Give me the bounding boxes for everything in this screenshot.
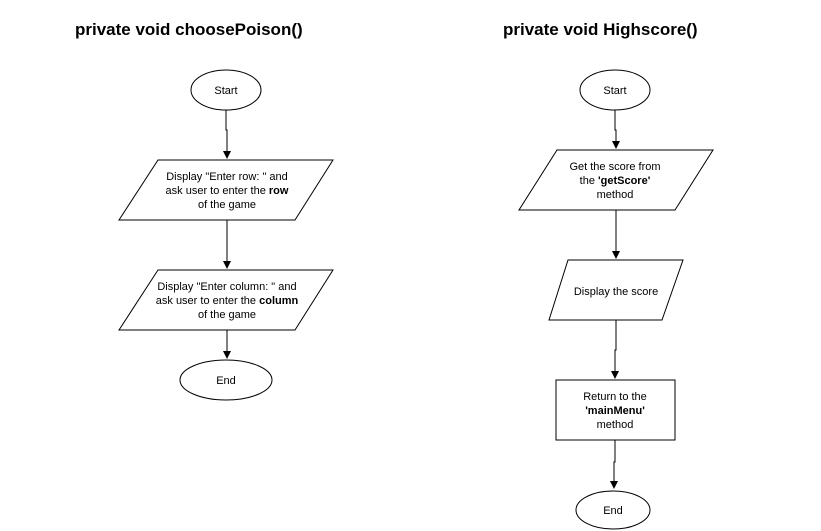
right-arrow-4: [610, 440, 618, 489]
left-input-column-node: Display "Enter column: " and ask user to…: [118, 269, 334, 331]
left-flowchart: Start Display "Enter row: " and ask user…: [118, 69, 334, 401]
right-step1-line3: method: [597, 189, 634, 201]
left-end-label: End: [216, 375, 236, 387]
right-display-score-node: Display the score: [548, 259, 684, 321]
right-step3-line1: Return to the: [583, 391, 647, 403]
right-return-main-menu-node: Return to the 'mainMenu' method: [555, 379, 676, 441]
right-start-label: Start: [603, 85, 626, 97]
right-end-node: End: [575, 490, 651, 530]
right-step1-line2: the 'getScore': [580, 175, 651, 187]
left-diagram-title: private void choosePoison(): [75, 20, 303, 39]
left-step1-line2: ask user to enter the row: [166, 185, 289, 197]
right-diagram-title: private void Highscore(): [503, 20, 698, 39]
left-step1-line3: of the game: [198, 199, 256, 211]
left-step2-line2: ask user to enter the column: [156, 295, 299, 307]
right-step2-label: Display the score: [574, 286, 658, 298]
right-arrow-1: [612, 110, 620, 149]
left-input-row-node: Display "Enter row: " and ask user to en…: [118, 159, 334, 221]
left-end-node: End: [179, 359, 273, 401]
left-start-label: Start: [214, 85, 237, 97]
left-step2-line3: of the game: [198, 309, 256, 321]
right-arrow-3: [611, 320, 619, 379]
right-step3-line2: 'mainMenu': [585, 405, 645, 417]
right-step3-line3: method: [597, 419, 634, 431]
right-get-score-node: Get the score from the 'getScore' method: [518, 149, 714, 211]
left-arrow-1: [223, 110, 231, 159]
left-start-node: Start: [190, 69, 262, 111]
right-end-label: End: [603, 505, 623, 517]
right-step1-line1: Get the score from: [569, 161, 660, 173]
left-step2-line1: Display "Enter column: " and: [157, 281, 296, 293]
right-flowchart: Start Get the score from the 'getScore' …: [518, 69, 714, 530]
right-start-node: Start: [579, 69, 651, 111]
left-step1-line1: Display "Enter row: " and: [166, 171, 288, 183]
